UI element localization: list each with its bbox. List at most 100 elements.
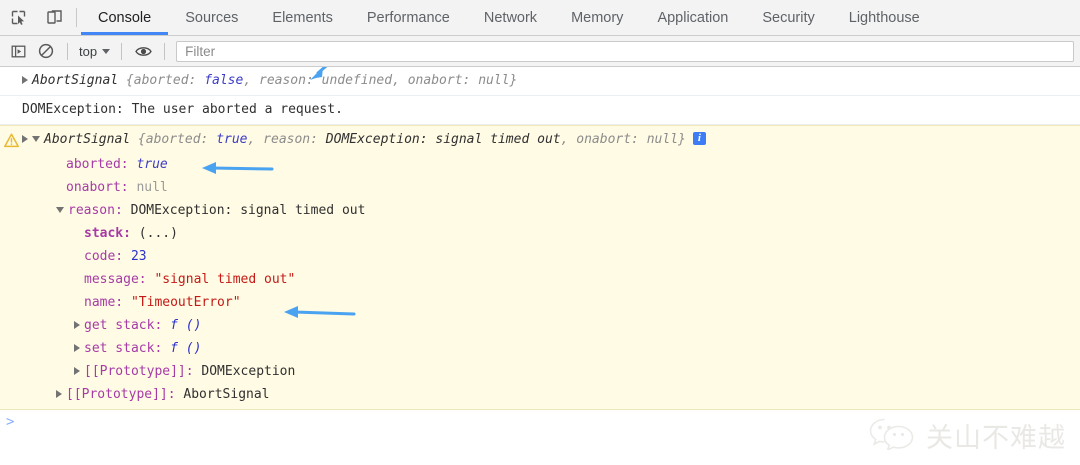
tab-label: Performance — [366, 9, 450, 26]
tab-label: Network — [483, 9, 538, 26]
exception-text: DOMException: The user aborted a request… — [22, 102, 343, 117]
property-key: reason: — [263, 132, 318, 147]
tab-application[interactable]: Application — [640, 0, 745, 35]
object-brace: } — [509, 73, 518, 88]
filter-input[interactable]: Filter — [176, 40, 1074, 62]
device-toolbar-icon[interactable] — [36, 0, 72, 35]
expand-triangle-icon[interactable] — [74, 343, 80, 352]
property-key: reason: — [259, 73, 314, 88]
property-key: stack: — [84, 226, 131, 241]
expand-triangle-icon[interactable] — [22, 134, 28, 143]
expand-triangle-icon[interactable] — [74, 366, 80, 375]
console-settings-eye-icon[interactable] — [129, 38, 157, 64]
property-key: aborted: — [66, 157, 129, 172]
tab-label: Memory — [571, 9, 624, 26]
object-property-row[interactable]: onabort: null — [0, 176, 1080, 199]
property-value: true — [216, 132, 248, 147]
expand-triangle-icon[interactable] — [74, 320, 80, 329]
toolbar-divider — [121, 42, 123, 60]
inspect-element-icon[interactable] — [0, 0, 36, 35]
tab-label: Lighthouse — [848, 9, 920, 26]
object-property-row[interactable]: [[Prototype]]: DOMException — [0, 360, 1080, 383]
watermark: 关山不难越 — [868, 416, 1066, 455]
console-warning-row[interactable]: AbortSignal {aborted: true, reason: DOME… — [0, 126, 1080, 153]
separator: , — [560, 132, 577, 147]
property-key: [[Prototype]]: — [66, 387, 176, 402]
property-value: "TimeoutError" — [130, 295, 241, 310]
object-property-row[interactable]: set stack: f () — [0, 337, 1080, 360]
warning-triangle-icon — [4, 131, 19, 148]
object-property-row[interactable]: [[Prototype]]: AbortSignal — [0, 383, 1080, 406]
property-key: [[Prototype]]: — [84, 364, 194, 379]
expand-triangle-icon[interactable] — [56, 389, 62, 398]
object-property-row[interactable]: aborted: true — [0, 153, 1080, 176]
property-key: reason: — [68, 203, 123, 218]
wechat-logo-icon — [868, 416, 916, 455]
console-message-row[interactable]: DOMException: The user aborted a request… — [0, 96, 1080, 125]
property-value: "signal timed out" — [154, 272, 296, 287]
tab-sources[interactable]: Sources — [168, 0, 255, 35]
property-value: false — [204, 73, 244, 88]
object-property-row[interactable]: reason: DOMException: signal timed out — [0, 199, 1080, 222]
property-key: onabort: — [407, 73, 471, 88]
clear-console-icon[interactable] — [32, 38, 60, 64]
object-property-row[interactable]: get stack: f () — [0, 314, 1080, 337]
object-property-row[interactable]: stack: (...) — [0, 222, 1080, 245]
object-property-row[interactable]: code: 23 — [0, 245, 1080, 268]
property-value: null — [478, 73, 510, 88]
tab-security[interactable]: Security — [745, 0, 831, 35]
tab-elements[interactable]: Elements — [255, 0, 349, 35]
property-key: onabort: — [576, 132, 639, 147]
console-message-row[interactable]: AbortSignal {aborted: false, reason: und… — [0, 67, 1080, 96]
object-name: AbortSignal — [44, 132, 131, 147]
watermark-text: 关山不难越 — [926, 423, 1066, 454]
execution-context-selector[interactable]: top — [75, 44, 114, 59]
separator: , — [243, 73, 259, 88]
console-prompt[interactable]: > — [0, 410, 1080, 434]
show-console-sidebar-icon[interactable] — [4, 38, 32, 64]
property-value: f () — [170, 318, 202, 333]
property-key: name: — [84, 295, 124, 310]
info-badge-icon[interactable]: i — [692, 132, 706, 145]
toolbar-divider — [67, 42, 68, 60]
expand-triangle-icon[interactable] — [22, 75, 28, 84]
object-brace: } — [678, 132, 686, 147]
object-brace: { — [130, 132, 146, 147]
property-value: (...) — [138, 226, 178, 241]
tab-performance[interactable]: Performance — [350, 0, 467, 35]
property-key: message: — [84, 272, 147, 287]
property-value: 23 — [130, 249, 147, 264]
object-brace: { — [118, 73, 134, 88]
property-key: aborted: — [145, 132, 209, 147]
object-property-row[interactable]: message: "signal timed out" — [0, 268, 1080, 291]
separator: , — [392, 73, 408, 88]
property-value: true — [136, 157, 168, 172]
property-value: undefined — [321, 73, 393, 88]
console-filter-toolbar: top Filter — [0, 36, 1080, 67]
toolbar-divider — [76, 8, 77, 27]
object-name: AbortSignal — [32, 73, 119, 88]
toolbar-divider — [164, 42, 166, 60]
property-value: DOMException: signal timed out — [130, 203, 366, 218]
devtools-tabbar: Console Sources Elements Performance Net… — [0, 0, 1080, 36]
filter-placeholder: Filter — [185, 43, 216, 59]
tab-label: Elements — [272, 9, 333, 26]
console-warning-group[interactable]: AbortSignal {aborted: true, reason: DOME… — [0, 125, 1080, 410]
property-value: DOMException: signal timed out — [325, 132, 561, 147]
separator: , — [247, 132, 264, 147]
tab-console[interactable]: Console — [81, 0, 169, 35]
property-value: AbortSignal — [183, 387, 270, 402]
object-property-row[interactable]: name: "TimeoutError" — [0, 291, 1080, 314]
property-value: DOMException — [201, 364, 296, 379]
property-value: null — [646, 132, 679, 147]
tab-lighthouse[interactable]: Lighthouse — [832, 0, 937, 35]
console-output[interactable]: AbortSignal {aborted: false, reason: und… — [0, 67, 1080, 465]
property-value: null — [136, 180, 168, 195]
collapse-triangle-icon[interactable] — [56, 206, 64, 213]
tab-memory[interactable]: Memory — [554, 0, 640, 35]
collapse-triangle-icon[interactable] — [32, 135, 40, 142]
tab-network[interactable]: Network — [467, 0, 554, 35]
tab-label: Application — [657, 9, 729, 26]
tab-label: Console — [98, 9, 152, 26]
